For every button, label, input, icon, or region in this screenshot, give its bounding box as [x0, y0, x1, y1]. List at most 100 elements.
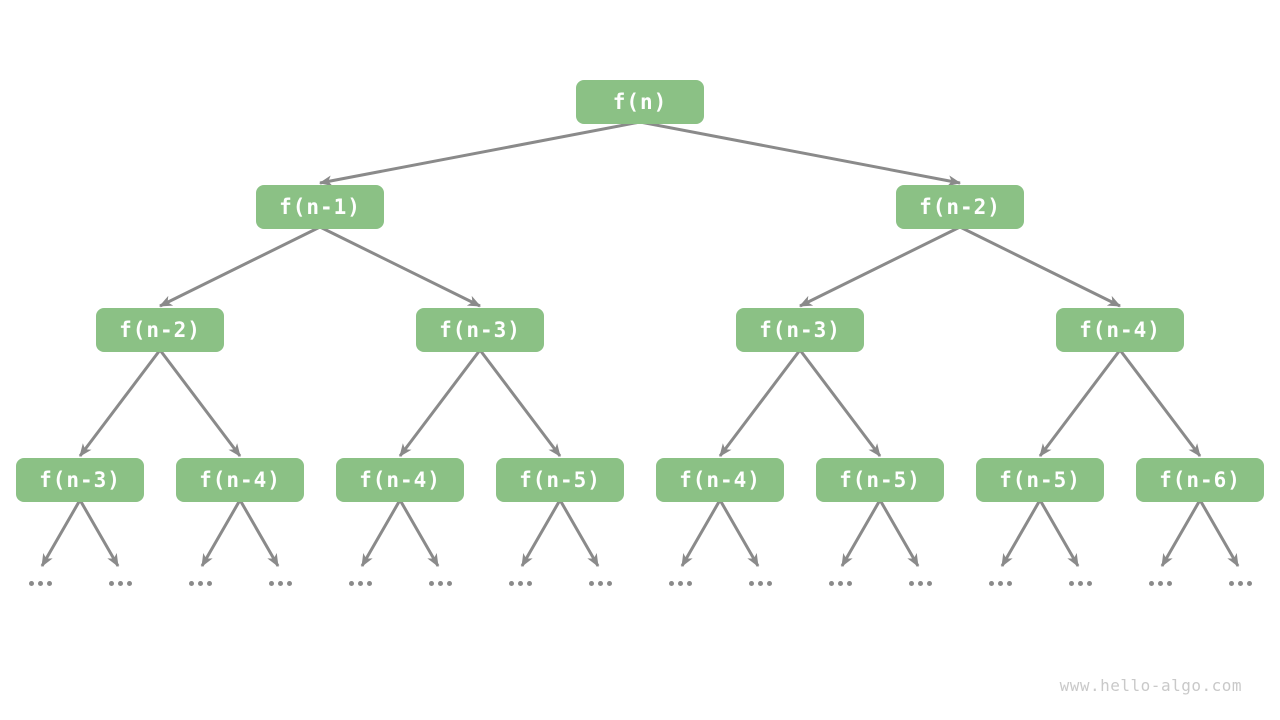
tree-edge-arrow [398, 349, 482, 457]
ellipsis-leaf [189, 581, 212, 586]
tree-node-l2-0: f(n-2) [96, 308, 224, 352]
tree-node-l2-3: f(n-4) [1056, 308, 1184, 352]
tree-edge-arrow [520, 499, 562, 567]
tree-node-l3-4: f(n-4) [656, 458, 784, 502]
ellipsis-leaf [1069, 581, 1092, 586]
tree-edge-arrow [238, 499, 280, 567]
ellipsis-dot [287, 581, 292, 586]
ellipsis-leaf [669, 581, 692, 586]
ellipsis-dot [838, 581, 843, 586]
ellipsis-dot [118, 581, 123, 586]
ellipsis-dot [1238, 581, 1243, 586]
ellipsis-dot [518, 581, 523, 586]
ellipsis-dot [447, 581, 452, 586]
ellipsis-dot [1158, 581, 1163, 586]
tree-edge-arrow [319, 225, 481, 308]
tree-node-l3-7: f(n-6) [1136, 458, 1264, 502]
ellipsis-dot [1167, 581, 1172, 586]
ellipsis-dot [38, 581, 43, 586]
tree-edge-arrow [639, 120, 962, 187]
ellipsis-dot [909, 581, 914, 586]
tree-edge-arrow [159, 225, 321, 308]
tree-edge-arrow [78, 499, 120, 567]
tree-edge-arrow [200, 499, 242, 567]
tree-node-l3-0: f(n-3) [16, 458, 144, 502]
ellipsis-dot [429, 581, 434, 586]
ellipsis-dot [438, 581, 443, 586]
ellipsis-dot [1087, 581, 1092, 586]
ellipsis-dot [998, 581, 1003, 586]
tree-edge-arrow [840, 499, 882, 567]
tree-edge-arrow [1038, 349, 1122, 457]
tree-edge-arrow [1198, 499, 1240, 567]
tree-node-l3-3: f(n-5) [496, 458, 624, 502]
ellipsis-leaf [909, 581, 932, 586]
tree-node-l1-1: f(n-2) [896, 185, 1024, 229]
ellipsis-dot [189, 581, 194, 586]
ellipsis-leaf [1229, 581, 1252, 586]
ellipsis-dot [767, 581, 772, 586]
ellipsis-leaf [829, 581, 852, 586]
ellipsis-dot [989, 581, 994, 586]
ellipsis-dot [47, 581, 52, 586]
ellipsis-dot [598, 581, 603, 586]
ellipsis-dot [669, 581, 674, 586]
ellipsis-leaf [749, 581, 772, 586]
tree-edge-arrow [1160, 499, 1202, 567]
ellipsis-leaf [349, 581, 372, 586]
ellipsis-dot [349, 581, 354, 586]
ellipsis-dot [1007, 581, 1012, 586]
tree-edge-arrow [718, 499, 760, 567]
tree-edge-arrow [158, 349, 242, 457]
ellipsis-dot [29, 581, 34, 586]
tree-node-l2-1: f(n-3) [416, 308, 544, 352]
tree-edge-arrow [1000, 499, 1042, 567]
tree-edge-arrow [478, 349, 562, 457]
ellipsis-leaf [1149, 581, 1172, 586]
ellipsis-leaf [429, 581, 452, 586]
ellipsis-dot [1069, 581, 1074, 586]
tree-edge-arrow [799, 225, 961, 308]
ellipsis-dot [198, 581, 203, 586]
ellipsis-dot [749, 581, 754, 586]
ellipsis-leaf [989, 581, 1012, 586]
tree-edge-arrow [1118, 349, 1202, 457]
ellipsis-leaf [269, 581, 292, 586]
tree-edge-arrow [878, 499, 920, 567]
ellipsis-dot [607, 581, 612, 586]
tree-node-l0-0: f(n) [576, 80, 704, 124]
ellipsis-dot [589, 581, 594, 586]
tree-edge-arrow [398, 499, 440, 567]
ellipsis-dot [1247, 581, 1252, 586]
tree-edge-arrow [78, 349, 162, 457]
ellipsis-dot [278, 581, 283, 586]
tree-node-l1-0: f(n-1) [256, 185, 384, 229]
tree-edge-arrow [680, 499, 722, 567]
tree-edge-arrow [318, 120, 641, 187]
tree-edge-arrow [718, 349, 802, 457]
ellipsis-leaf [109, 581, 132, 586]
ellipsis-dot [109, 581, 114, 586]
ellipsis-dot [527, 581, 532, 586]
ellipsis-dot [1078, 581, 1083, 586]
ellipsis-dot [1149, 581, 1154, 586]
tree-node-l3-1: f(n-4) [176, 458, 304, 502]
tree-node-l3-6: f(n-5) [976, 458, 1104, 502]
tree-edge-arrow [558, 499, 600, 567]
ellipsis-dot [678, 581, 683, 586]
ellipsis-leaf [29, 581, 52, 586]
ellipsis-dot [918, 581, 923, 586]
ellipsis-dot [847, 581, 852, 586]
tree-node-l3-5: f(n-5) [816, 458, 944, 502]
tree-edge-arrow [40, 499, 82, 567]
ellipsis-dot [829, 581, 834, 586]
watermark-hello-algo: www.hello-algo.com [1059, 676, 1242, 695]
tree-node-l3-2: f(n-4) [336, 458, 464, 502]
ellipsis-dot [927, 581, 932, 586]
ellipsis-dot [367, 581, 372, 586]
tree-edge-arrow [360, 499, 402, 567]
tree-edge-arrow [959, 225, 1121, 308]
tree-edge-arrow [798, 349, 882, 457]
